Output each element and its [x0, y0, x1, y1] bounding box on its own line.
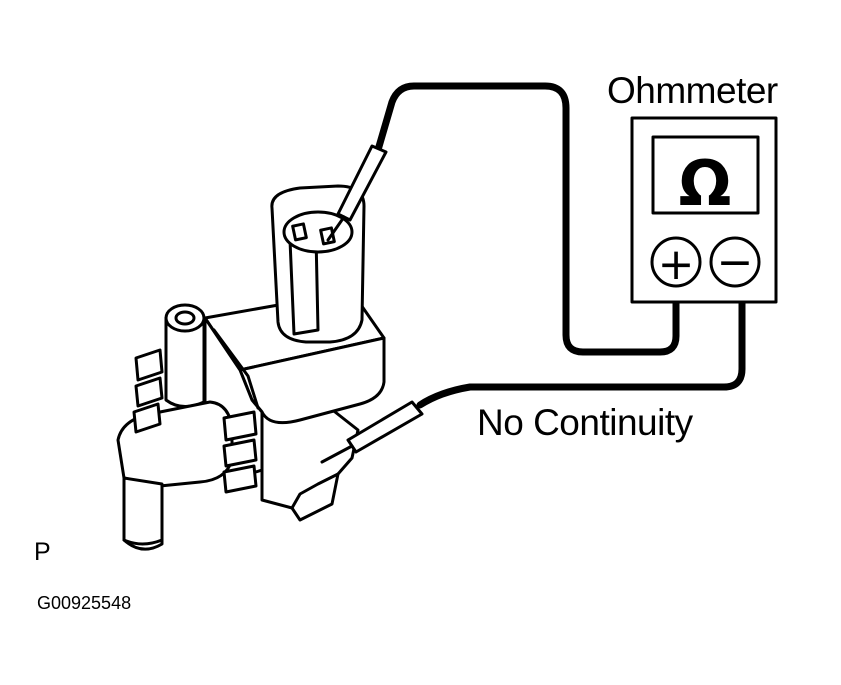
minus-terminal-sign: −: [717, 237, 754, 288]
positive-test-lead: [374, 82, 680, 356]
lower-probe-tip: [320, 444, 354, 464]
housing-side: [238, 336, 386, 425]
ohmmeter-label: Ohmmeter: [607, 70, 778, 111]
connector-terminal-1: [291, 222, 308, 242]
plus-terminal-icon: [650, 236, 702, 288]
upper-probe-body: [336, 144, 388, 222]
plus-terminal-sign: +: [658, 239, 695, 290]
test-leads: [374, 82, 746, 409]
upper-pipe-bore: [174, 310, 196, 326]
minus-terminal-icon: [709, 236, 761, 288]
upper-probe-tip: [326, 215, 346, 242]
ohm-symbol-icon: Ω: [679, 147, 732, 220]
lower-pipe-rim: [122, 538, 164, 546]
test-probes: [320, 144, 424, 464]
panel-letter: P: [34, 538, 51, 566]
result-label: No Continuity: [477, 402, 693, 443]
housing-seam: [212, 328, 260, 410]
lower-probe-body: [346, 400, 424, 454]
lower-pipe: [122, 476, 164, 551]
bracket-edge: [290, 472, 340, 522]
right-clip-tabs: [222, 410, 258, 494]
ohmmeter: Ω + −: [630, 116, 778, 304]
figure-code: G00925548: [37, 593, 132, 613]
ohmmeter-display: [651, 135, 760, 215]
negative-test-lead: [416, 296, 746, 409]
left-clip-tabs: [132, 348, 164, 434]
vsv-solenoid: [116, 184, 386, 551]
